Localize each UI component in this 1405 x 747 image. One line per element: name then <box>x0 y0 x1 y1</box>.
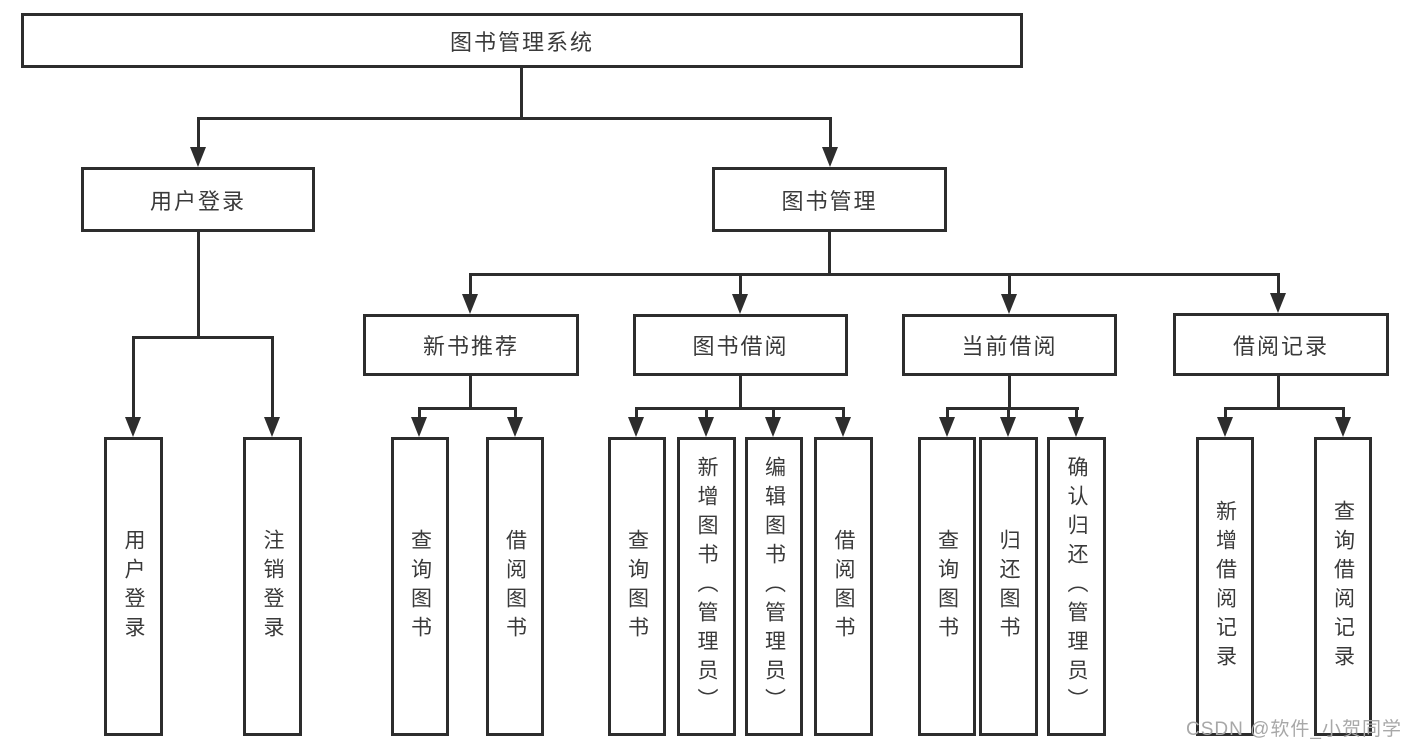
connector-to-br-add <box>1224 407 1227 419</box>
leaf-user-login: 用户登录 <box>104 437 163 736</box>
arrowhead-bb-query <box>628 417 644 437</box>
leaf-record-query-record: 查询借阅记录 <box>1314 437 1372 736</box>
connector-recommend-stem <box>469 376 472 407</box>
connector-to-cb-return <box>1007 407 1010 419</box>
arrowhead-borrow-record <box>1270 293 1286 313</box>
arrowhead-cb-confirm <box>1068 417 1084 437</box>
arrowhead-book-management <box>822 147 838 167</box>
connector-current-branch <box>946 407 1079 410</box>
node-new-book-recommend: 新书推荐 <box>363 314 579 376</box>
leaf-record-add-record: 新增借阅记录 <box>1196 437 1254 736</box>
arrowhead-current-borrow <box>1001 294 1017 314</box>
connector-root-branch <box>197 117 832 120</box>
connector-to-br-query <box>1342 407 1345 419</box>
connector-user-login-branch <box>132 336 274 339</box>
arrowhead-cb-return <box>1000 417 1016 437</box>
node-book-borrow: 图书借阅 <box>633 314 848 376</box>
connector-recommend-branch <box>418 407 517 410</box>
connector-book-borrow-stem <box>739 376 742 407</box>
connector-book-management-branch <box>469 273 1280 276</box>
connector-book-borrow-branch <box>635 407 845 410</box>
leaf-borrow-add-book-admin: 新增图书（管理员） <box>677 437 736 736</box>
connector-to-cb-query <box>946 407 949 419</box>
node-root: 图书管理系统 <box>21 13 1023 68</box>
connector-to-bb-borrow <box>842 407 845 419</box>
connector-to-bb-add <box>705 407 708 419</box>
node-user-login: 用户登录 <box>81 167 315 232</box>
node-current-borrow: 当前借阅 <box>902 314 1117 376</box>
connector-record-branch <box>1224 407 1345 410</box>
arrowhead-br-query <box>1335 417 1351 437</box>
arrowhead-book-borrow <box>732 294 748 314</box>
connector-book-management-stem <box>828 232 831 273</box>
connector-current-stem <box>1008 376 1011 407</box>
node-borrow-record: 借阅记录 <box>1173 313 1389 376</box>
arrowhead-leaf-logout <box>264 417 280 437</box>
arrowhead-cb-query <box>939 417 955 437</box>
arrowhead-rec-query <box>411 417 427 437</box>
connector-to-current-borrow <box>1008 273 1011 295</box>
connector-to-leaf-logout <box>271 336 274 419</box>
leaf-borrow-edit-book-admin: 编辑图书（管理员） <box>745 437 803 736</box>
leaf-recommend-query-book: 查询图书 <box>391 437 449 736</box>
connector-to-borrow-record <box>1277 273 1280 295</box>
arrowhead-rec-borrow <box>507 417 523 437</box>
arrowhead-bb-add <box>698 417 714 437</box>
connector-to-book-management <box>829 117 832 149</box>
connector-to-new-book-recommend <box>469 273 472 295</box>
connector-to-bb-query <box>635 407 638 419</box>
arrowhead-new-book-recommend <box>462 294 478 314</box>
leaf-borrow-borrow-book: 借阅图书 <box>814 437 873 736</box>
connector-to-bb-edit <box>772 407 775 419</box>
connector-record-stem <box>1277 376 1280 407</box>
connector-to-rec-borrow <box>514 407 517 419</box>
connector-user-login-stem <box>197 232 200 336</box>
connector-to-book-borrow <box>739 273 742 295</box>
arrowhead-br-add <box>1217 417 1233 437</box>
connector-root-stem <box>520 68 523 117</box>
csdn-watermark: CSDN @软件_小贺同学 <box>1186 719 1402 740</box>
connector-to-cb-confirm <box>1075 407 1078 419</box>
arrowhead-bb-borrow <box>835 417 851 437</box>
connector-to-user-login <box>197 117 200 149</box>
arrowhead-user-login <box>190 147 206 167</box>
connector-to-leaf-user-login <box>132 336 135 419</box>
connector-to-rec-query <box>418 407 421 419</box>
arrowhead-leaf-user-login <box>125 417 141 437</box>
leaf-current-return-book: 归还图书 <box>979 437 1038 736</box>
leaf-logout: 注销登录 <box>243 437 302 736</box>
leaf-current-confirm-return-admin: 确认归还（管理员） <box>1047 437 1106 736</box>
arrowhead-bb-edit <box>765 417 781 437</box>
leaf-borrow-query-book: 查询图书 <box>608 437 666 736</box>
node-book-management: 图书管理 <box>712 167 947 232</box>
leaf-recommend-borrow-book: 借阅图书 <box>486 437 544 736</box>
leaf-current-query-book: 查询图书 <box>918 437 976 736</box>
